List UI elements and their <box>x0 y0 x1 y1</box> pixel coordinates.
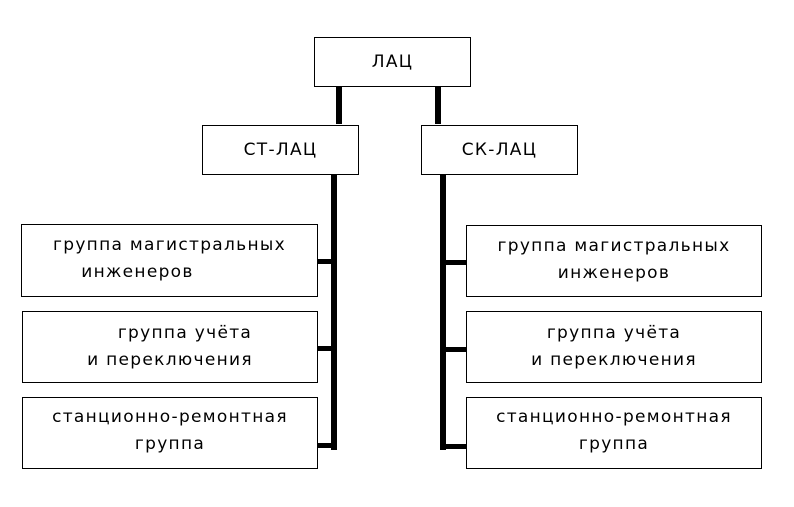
group-label-line: инженеров <box>557 263 671 283</box>
group-label: станционно-ремонтная группа <box>496 404 732 458</box>
right-branch-tick-1 <box>441 260 467 265</box>
group-label-line: станционно-ремонтная <box>496 407 732 427</box>
left-group-station-repair: станционно-ремонтная группа <box>22 397 318 469</box>
root-to-right-connector <box>435 86 441 124</box>
right-group-accounting-switching: группа учёта и переключения <box>466 311 762 383</box>
branch-node-label: СТ-ЛАЦ <box>243 139 318 160</box>
left-group-accounting-switching: группа учёта и переключения <box>22 311 318 383</box>
right-branch-tick-3 <box>441 444 467 449</box>
group-label: группа учёта и переключения <box>531 320 697 374</box>
group-label: станционно-ремонтная группа <box>52 404 288 458</box>
group-label-line: группа магистральных <box>497 236 731 256</box>
group-label-line: группа магистральных <box>53 234 286 255</box>
root-node: ЛАЦ <box>314 37 471 87</box>
left-branch-tick-2 <box>317 346 335 351</box>
group-label-line: группа <box>134 434 206 454</box>
group-label-line: станционно-ремонтная <box>52 407 288 427</box>
root-to-left-connector <box>336 86 342 124</box>
right-group-station-repair: станционно-ремонтная группа <box>466 397 762 469</box>
group-label: группа учёта и переключения <box>87 320 253 374</box>
group-label-line: группа учёта <box>117 323 253 343</box>
right-group-trunk-engineers: группа магистральных инженеров <box>466 225 762 297</box>
group-label-line: инженеров <box>81 261 194 282</box>
group-label-line: и переключения <box>87 350 253 370</box>
root-node-label: ЛАЦ <box>371 51 414 72</box>
group-label-line: и переключения <box>531 350 697 370</box>
branch-node-st-lac: СТ-ЛАЦ <box>202 125 359 175</box>
group-label-line: группа <box>578 434 650 454</box>
branch-node-sk-lac: СК-ЛАЦ <box>421 125 578 175</box>
left-spine <box>331 174 337 450</box>
group-label-line: группа учёта <box>546 323 682 343</box>
left-branch-tick-3 <box>317 443 335 448</box>
branch-node-label: СК-ЛАЦ <box>461 139 538 160</box>
right-spine <box>440 174 446 450</box>
left-group-trunk-engineers: группа магистральных инженеров <box>21 224 318 297</box>
group-label: группа магистральных инженеров <box>498 233 731 287</box>
group-label: группа магистральных инженеров <box>53 232 286 286</box>
left-branch-tick-1 <box>317 259 335 264</box>
right-branch-tick-2 <box>441 347 467 352</box>
